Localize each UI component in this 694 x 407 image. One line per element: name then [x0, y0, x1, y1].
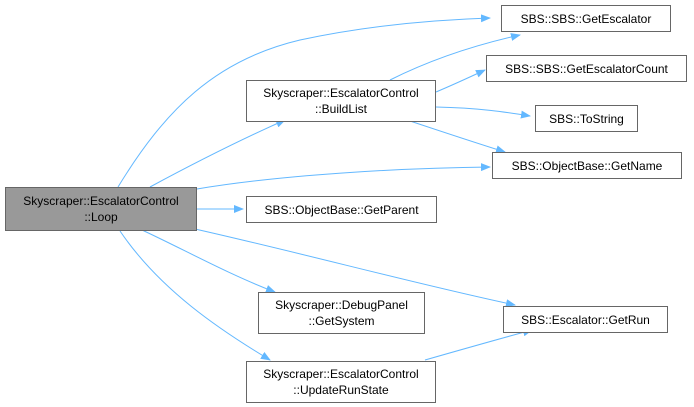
node-sbs-tostring-label: SBS::ToString [549, 111, 624, 126]
edge-updaterunstate-to-getrun [424, 328, 533, 361]
node-escalatorcontrol-loop-line1: Skyscraper::EscalatorControl [23, 194, 179, 208]
node-escalatorcontrol-updaterunstate[interactable]: Skyscraper::EscalatorControl ::UpdateRun… [246, 361, 436, 403]
node-escalatorcontrol-loop: Skyscraper::EscalatorControl ::Loop [5, 187, 197, 231]
node-sbs-getescalatorcount[interactable]: SBS::SBS::GetEscalatorCount [486, 55, 687, 82]
node-objectbase-getparent-label: SBS::ObjectBase::GetParent [264, 202, 419, 217]
node-debugpanel-getsystem-line1: Skyscraper::DebugPanel [275, 298, 408, 312]
node-escalator-getrun-label: SBS::Escalator::GetRun [521, 312, 650, 327]
node-sbs-tostring[interactable]: SBS::ToString [535, 105, 638, 132]
node-objectbase-getname-label: SBS::ObjectBase::GetName [511, 158, 663, 173]
node-escalatorcontrol-buildlist-line1: Skyscraper::EscalatorControl [263, 86, 419, 100]
node-escalatorcontrol-buildlist-line2: ::BuildList [314, 102, 368, 116]
edge-loop-to-getescalator [117, 14, 491, 188]
node-debugpanel-getsystem[interactable]: Skyscraper::DebugPanel ::GetSystem [258, 292, 425, 334]
node-escalatorcontrol-loop-line2: ::Loop [84, 210, 118, 224]
node-debugpanel-getsystem-line2: ::GetSystem [308, 314, 375, 328]
node-sbs-getescalator[interactable]: SBS::SBS::GetEscalator [501, 5, 671, 32]
edge-buildlist-to-getname [409, 120, 506, 154]
edge-loop-to-getname [196, 163, 491, 190]
edge-loop-to-buildlist [149, 119, 286, 188]
edge-buildlist-to-tostring [435, 106, 531, 119]
node-escalator-getrun[interactable]: SBS::Escalator::GetRun [503, 306, 668, 333]
edge-buildlist-to-getescalatorcount [435, 69, 486, 93]
edge-loop-to-updaterunstate [119, 230, 271, 361]
node-escalatorcontrol-updaterunstate-line2: ::UpdateRunState [293, 383, 389, 397]
node-sbs-getescalatorcount-label: SBS::SBS::GetEscalatorCount [505, 61, 668, 76]
edge-buildlist-to-getescalator [389, 33, 521, 81]
node-escalatorcontrol-updaterunstate-line1: Skyscraper::EscalatorControl [263, 367, 419, 381]
node-sbs-getescalator-label: SBS::SBS::GetEscalator [520, 11, 652, 26]
node-escalatorcontrol-buildlist[interactable]: Skyscraper::EscalatorControl ::BuildList [246, 80, 436, 122]
node-objectbase-getname[interactable]: SBS::ObjectBase::GetName [492, 152, 682, 179]
node-objectbase-getparent[interactable]: SBS::ObjectBase::GetParent [246, 196, 437, 223]
edge-loop-to-getrun [194, 228, 516, 308]
edge-loop-to-getsystem [141, 229, 276, 293]
